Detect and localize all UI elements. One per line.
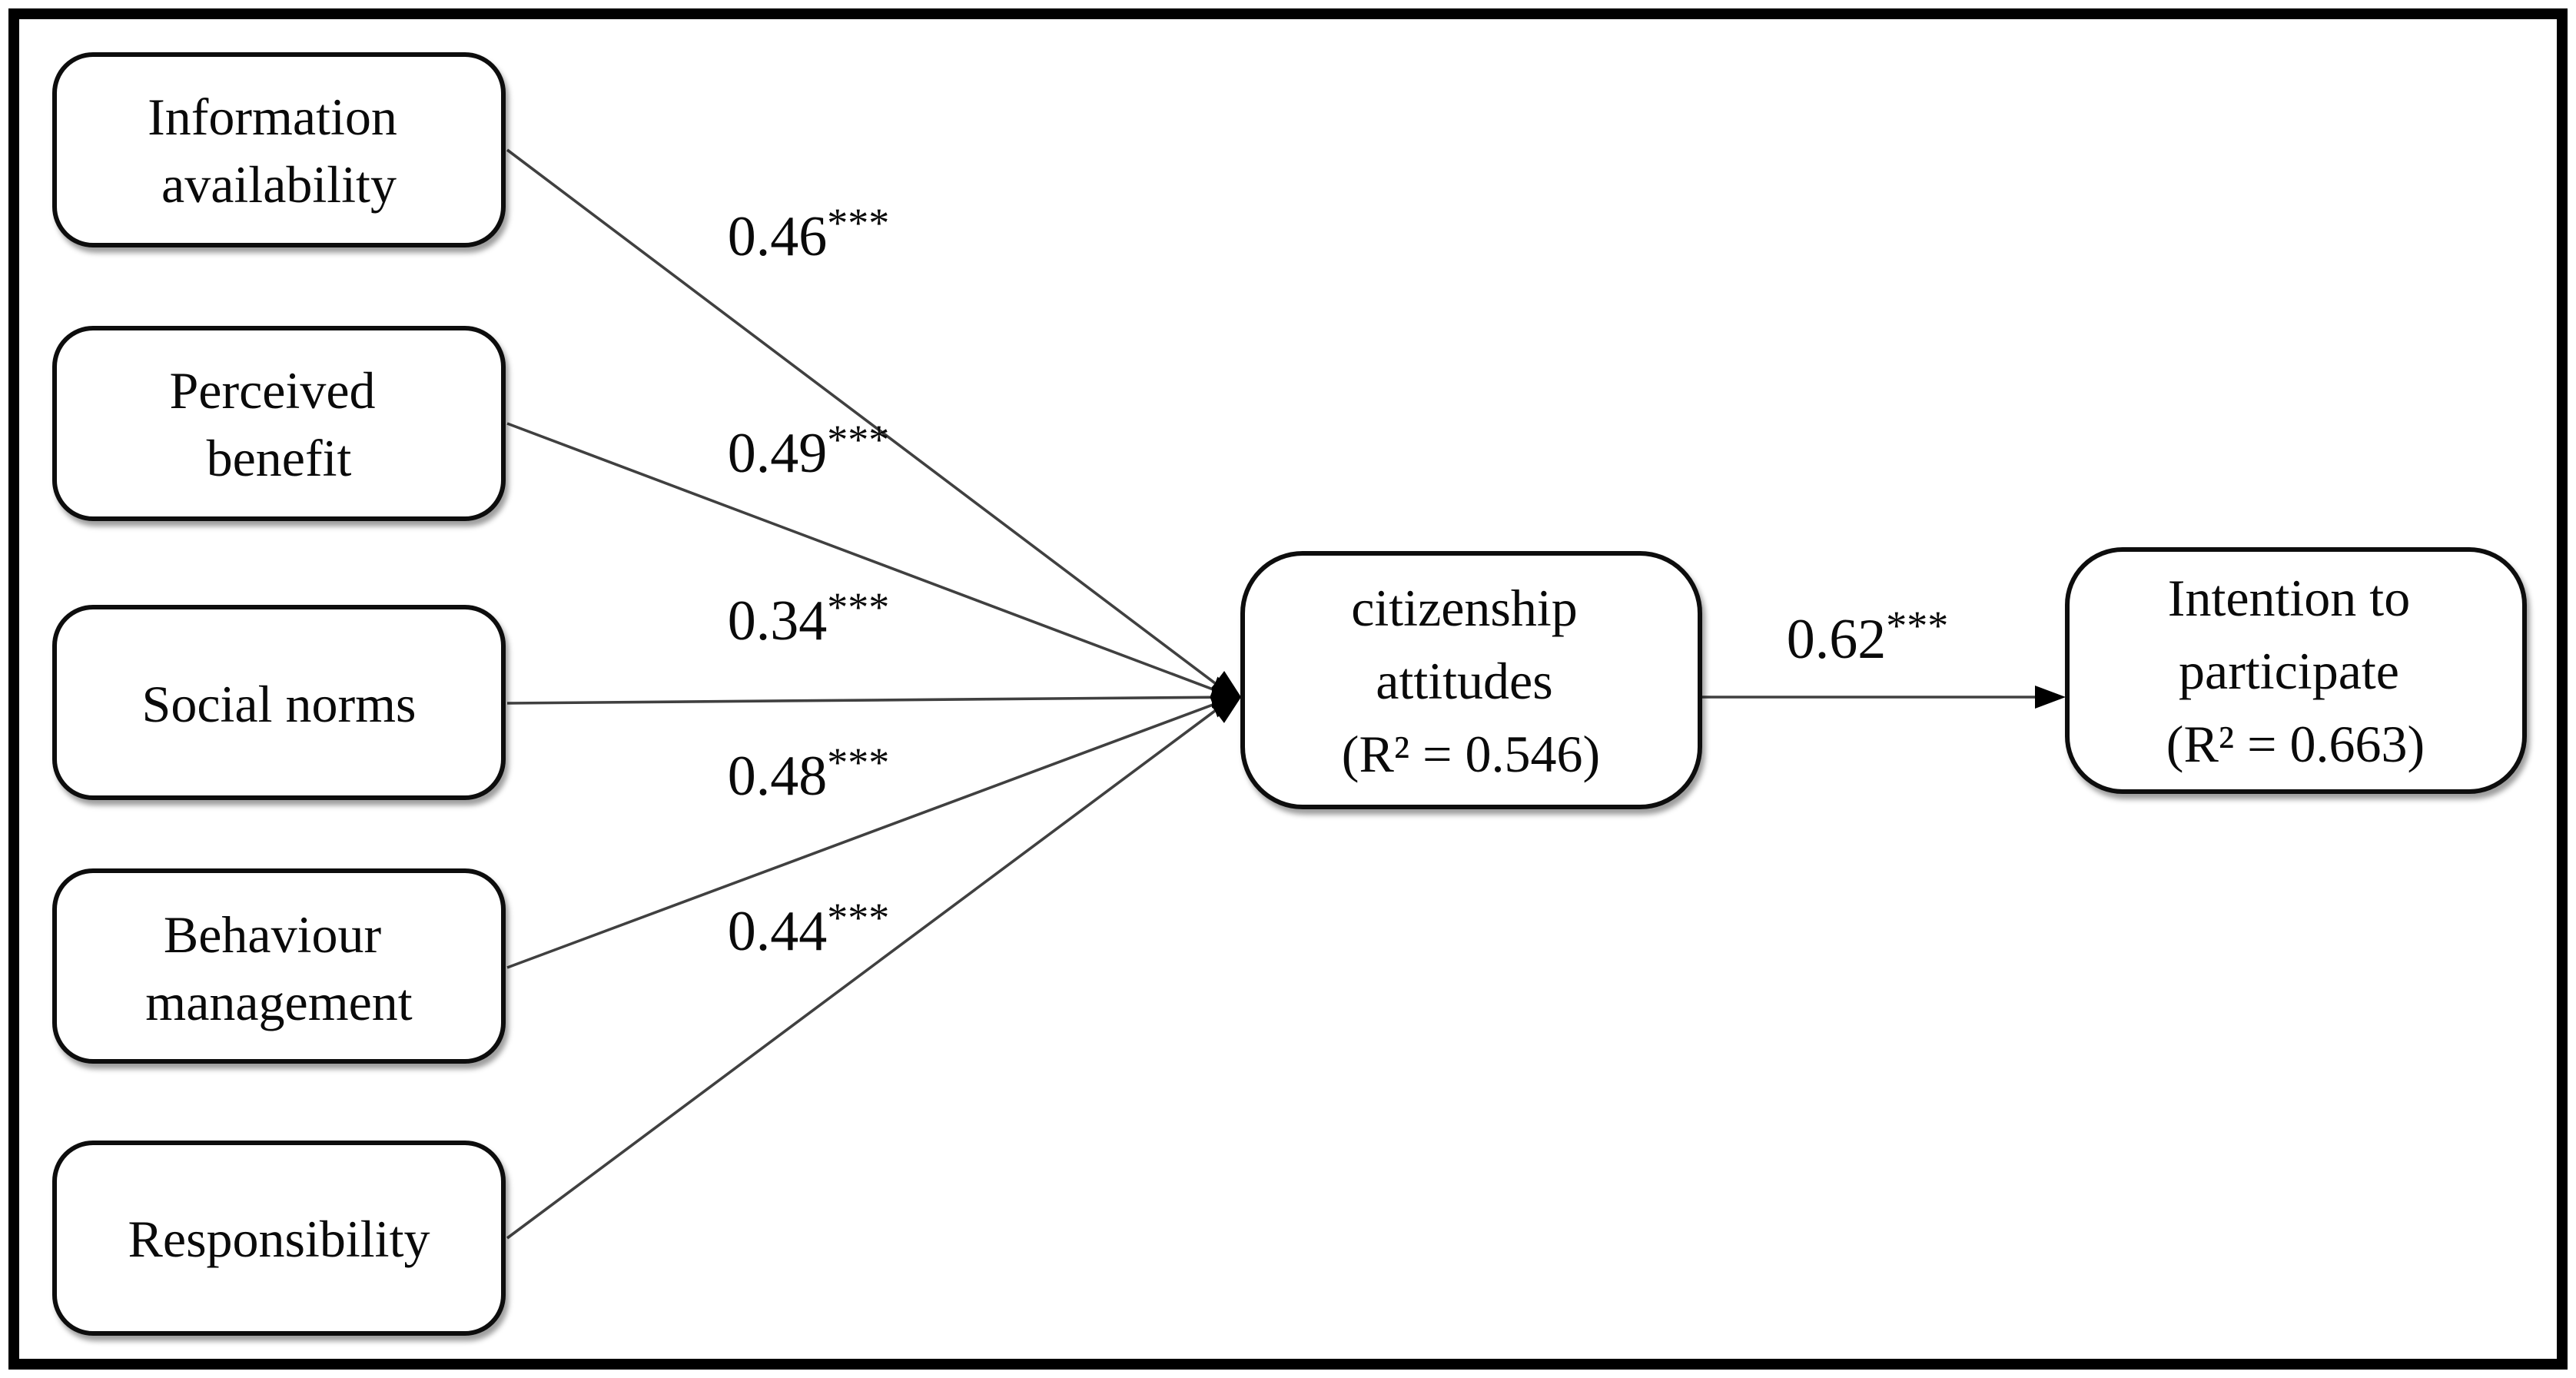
box-label-citizenship-attitudes: citizenship attitudes (R² = 0.546) — [1342, 579, 1600, 783]
box-label-behaviour-management: Behaviour management — [145, 905, 413, 1031]
predictor-boxes: Information availability Perceived benef… — [52, 52, 506, 1336]
path-line-information-availability — [506, 148, 1235, 699]
mediator-outcome-path — [1702, 686, 2066, 709]
path-line-social-norms — [506, 696, 1234, 705]
box-label-social-norms: Social norms — [142, 675, 417, 733]
coefficient-labels: 0.46*** 0.49*** 0.34*** 0.48*** 0.44*** … — [728, 200, 1949, 963]
box-behaviour-management — [52, 868, 506, 1064]
coefficient-social-norms: 0.34*** — [728, 584, 890, 652]
outcome-box-group: Intention to participate (R² = 0.663) — [2065, 547, 2527, 794]
figure-border — [8, 8, 2568, 1370]
arrowhead-information-availability — [1211, 670, 1241, 697]
box-citizenship-attitudes — [1240, 551, 1702, 809]
box-label-intention-to-participate: Intention to participate (R² = 0.663) — [2166, 569, 2425, 773]
box-label-information-availability: Information availability — [148, 88, 410, 214]
arrowhead-mediator-outcome — [2035, 686, 2066, 709]
box-social-norms — [52, 605, 506, 800]
coefficient-information-availability: 0.46*** — [728, 200, 890, 268]
path-line-behaviour-management — [506, 696, 1234, 969]
box-label-responsibility: Responsibility — [128, 1210, 430, 1268]
path-line-perceived-benefit — [506, 422, 1234, 699]
box-information-availability — [52, 52, 506, 247]
coefficient-responsibility: 0.44*** — [728, 895, 890, 963]
box-responsibility — [52, 1141, 506, 1336]
coefficient-behaviour-management: 0.48*** — [728, 739, 890, 808]
coefficient-mediator-outcome: 0.62*** — [1787, 603, 1949, 671]
predictor-paths — [506, 148, 1241, 1240]
path-line-responsibility — [506, 696, 1235, 1240]
arrowhead-responsibility — [1211, 697, 1241, 723]
box-intention-to-participate — [2065, 547, 2527, 794]
box-label-perceived-benefit: Perceived benefit — [169, 361, 388, 487]
box-perceived-benefit — [52, 326, 506, 521]
mediator-box-group: citizenship attitudes (R² = 0.546) — [1240, 551, 1702, 809]
coefficient-perceived-benefit: 0.49*** — [728, 417, 890, 485]
